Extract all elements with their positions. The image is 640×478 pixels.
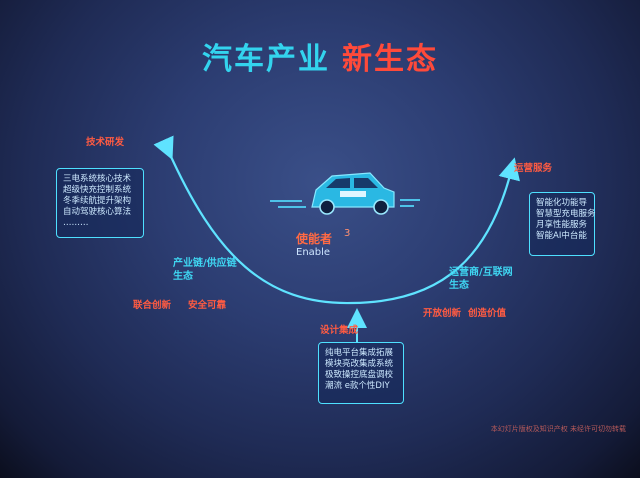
ops-service-line: 月享性能服务: [536, 220, 588, 230]
design-box: 纯电平台集成拓展 模块亮改集成系统 极致操控底盘调校 潮流 e款个性DIY: [318, 342, 404, 404]
copyright-footer: 本幻灯片版权及知识产权 未经许可切勿转载: [490, 425, 626, 433]
industry-chain-line: 产业链/供应链: [173, 258, 237, 269]
left-value-2: 安全可靠: [188, 300, 227, 311]
car-icon: [270, 172, 420, 215]
enabler-subtitle: Enable: [296, 247, 331, 258]
ops-service-line: 智能AI中台能: [536, 231, 587, 241]
tech-rd-line: 三电系统核心技术: [63, 174, 132, 184]
operator-net-line: 运营商/互联网: [449, 267, 513, 278]
left-value-1: 联合创新: [133, 300, 172, 311]
title-part-1: 汽车产业: [202, 42, 330, 77]
enabler-number: 3: [344, 228, 351, 239]
tech-rd-line: ………: [63, 218, 89, 228]
right-value-1: 开放创新: [423, 308, 462, 319]
operator-net-line: 生态: [449, 280, 469, 291]
tech-rd-label: 技术研发: [86, 137, 125, 148]
industry-chain-label: 产业链/供应链 生态: [173, 257, 237, 283]
slide-title: 汽车产业新生态: [0, 34, 640, 78]
design-label: 设计集成: [320, 325, 359, 336]
tech-rd-line: 超级快充控制系统: [63, 185, 132, 195]
tech-rd-line: 自动驾驶核心算法: [63, 207, 132, 217]
tech-rd-box: 三电系统核心技术 超级快充控制系统 冬季续航提升架构 自动驾驶核心算法 ………: [56, 168, 144, 238]
enabler-label: 使能者: [296, 232, 333, 246]
design-line: 极致操控底盘调校: [325, 370, 394, 380]
u-curve-line: [153, 135, 520, 305]
ops-service-label: 运营服务: [514, 163, 553, 174]
operator-net-label: 运营商/互联网 生态: [449, 266, 513, 292]
right-value-2: 创造价值: [468, 308, 507, 319]
ops-service-line: 智能化功能导: [536, 198, 588, 208]
ops-service-line: 智慧型充电服务: [536, 209, 596, 219]
design-line: 潮流 e款个性DIY: [325, 381, 390, 391]
industry-chain-line: 生态: [173, 271, 193, 282]
ops-service-box: 智能化功能导 智慧型充电服务 月享性能服务 智能AI中台能: [529, 192, 596, 256]
tech-rd-line: 冬季续航提升架构: [63, 196, 132, 206]
title-part-2: 新生态: [342, 42, 438, 77]
design-line: 模块亮改集成系统: [325, 359, 394, 369]
design-line: 纯电平台集成拓展: [325, 348, 394, 358]
